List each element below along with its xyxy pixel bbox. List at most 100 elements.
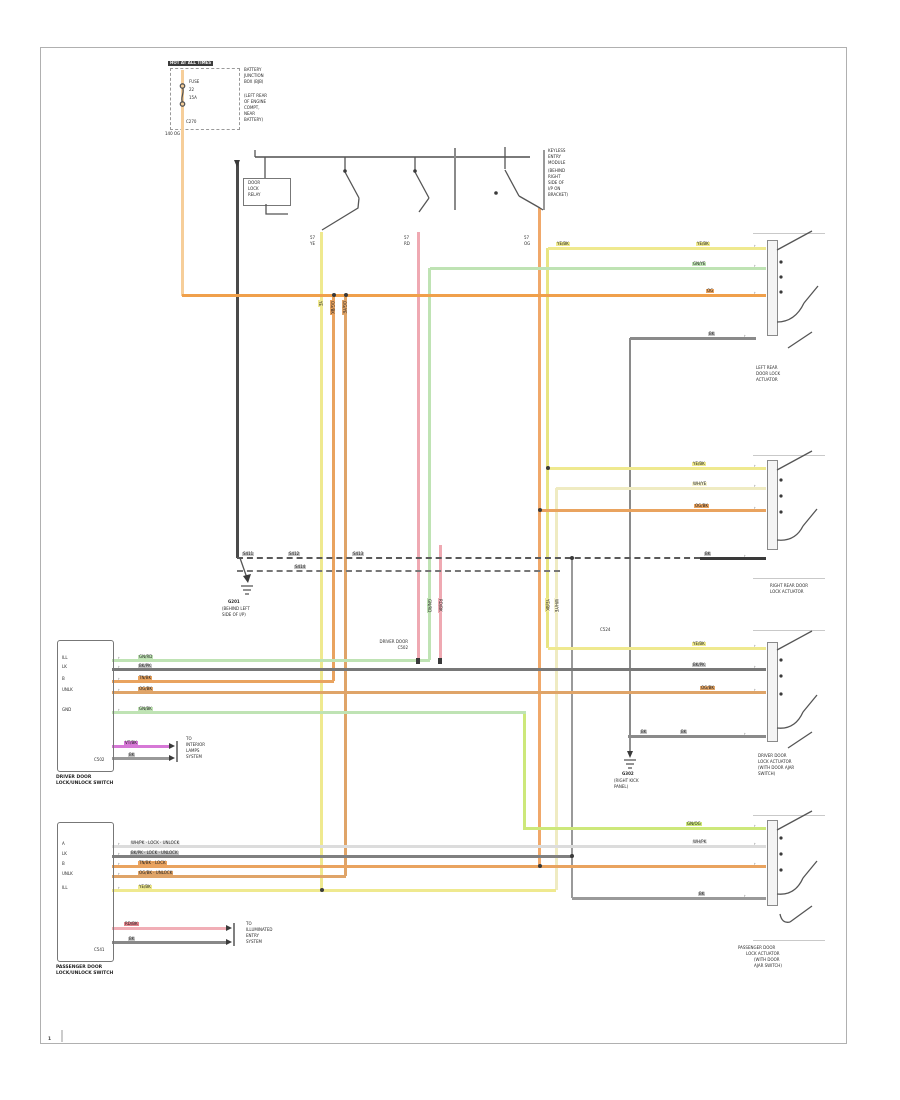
fuse-wire-color-label: 140 OG bbox=[165, 131, 181, 136]
red-wire-end-tick bbox=[416, 658, 420, 664]
orange-trunk-a bbox=[332, 295, 335, 681]
bjb-note2-line-2: COMPT, bbox=[244, 105, 260, 110]
bjb-note-line-0: BATTERY bbox=[244, 67, 262, 72]
wire-code: WH/PK bbox=[692, 839, 708, 845]
wire-code: BK bbox=[704, 551, 712, 557]
pin-arrow-icon: › bbox=[744, 731, 746, 736]
pin-arrow-icon: › bbox=[754, 243, 756, 248]
switch2-lead-label-b: RD bbox=[404, 241, 410, 246]
conn1-label-1: DOOR LOCK bbox=[756, 371, 781, 376]
wire-code: WH/YE bbox=[692, 481, 708, 487]
wire-code: YE/BK bbox=[692, 461, 706, 467]
pin-arrow-icon: › bbox=[754, 861, 756, 866]
conn2-orange-wire bbox=[540, 509, 766, 512]
conn4-label-3: AJAR SWITCH) bbox=[754, 963, 782, 968]
interior-note-3: SYSTEM bbox=[186, 754, 202, 759]
chartreuse-riser-wire bbox=[523, 712, 526, 828]
passenger-pin-3: UNLK bbox=[62, 871, 73, 876]
pin-arrow-icon: › bbox=[754, 841, 756, 846]
wire-code: TN/BK · LOCK bbox=[138, 860, 167, 866]
wire-code: RD/BK bbox=[124, 921, 139, 927]
conn1-yellow-wire bbox=[548, 247, 766, 250]
gray-rail-wire bbox=[571, 558, 573, 898]
wire-code: OG/BK · UNLOCK bbox=[138, 870, 174, 876]
wire-code: YE/BK bbox=[138, 884, 152, 890]
driver-gray-stub-wire bbox=[112, 757, 170, 760]
wire-code: BK bbox=[640, 729, 648, 735]
wire-code: BK bbox=[680, 729, 688, 735]
fuse-label-2: 22 bbox=[189, 87, 195, 92]
module-note-3: (BEHIND bbox=[548, 168, 566, 173]
entry-note-1: ILLUMINATED bbox=[246, 927, 273, 932]
wire-code: BK bbox=[708, 331, 716, 337]
connector-bar-c2 bbox=[767, 460, 778, 550]
wire-code: BK bbox=[698, 891, 706, 897]
conn1-green-wire bbox=[430, 267, 766, 270]
pin-arrow-icon: › bbox=[118, 851, 120, 856]
passenger-gray-wire bbox=[112, 855, 572, 858]
junction-dot bbox=[320, 888, 324, 892]
orange-bus-wire bbox=[182, 294, 766, 297]
conn2-label-0: RIGHT REAR DOOR bbox=[770, 583, 809, 588]
driver-pin-2: B bbox=[62, 676, 65, 681]
module-note-4: RIGHT bbox=[548, 174, 561, 179]
wire-code: GN/OG bbox=[686, 821, 702, 827]
pink-wire bbox=[112, 927, 228, 930]
pin-arrow-icon: › bbox=[118, 861, 120, 866]
red-trunk-a bbox=[417, 232, 420, 664]
wire-code-vertical: RD/BK bbox=[438, 598, 443, 613]
bjb-note2-line-4: BATTERY) bbox=[244, 117, 264, 122]
passenger-gray-stub-wire bbox=[112, 941, 228, 944]
orange-trunk-b bbox=[344, 295, 347, 876]
driver-pin-0: ILL bbox=[62, 655, 68, 660]
green-trunk-wire bbox=[428, 268, 431, 660]
junction-dot bbox=[546, 466, 550, 470]
wire-code-vertical: OG/BK bbox=[330, 300, 335, 315]
diagram-border bbox=[40, 47, 847, 1044]
pin-arrow-icon: › bbox=[754, 823, 756, 828]
interior-note-1: INTERIOR bbox=[186, 742, 206, 747]
bjb-note2-line-3: NEAR bbox=[244, 111, 256, 116]
wire-code-vertical: OG/YE bbox=[342, 300, 347, 315]
driver-orange-b-wire bbox=[112, 691, 766, 694]
wire-code: BK/PK · LOCK · UNLOCK bbox=[130, 850, 179, 856]
wire-code: TN/BK bbox=[138, 675, 153, 681]
passenger-door-switch-box bbox=[57, 822, 114, 962]
ground2-wire bbox=[628, 735, 766, 738]
yellow-rail-wire bbox=[546, 248, 549, 648]
section-divider bbox=[753, 630, 825, 631]
ground2-name: G302 bbox=[622, 771, 634, 776]
pin-arrow-icon: › bbox=[754, 505, 756, 510]
entry-note-0: TO bbox=[246, 921, 252, 926]
module-note-5: SIDE OF bbox=[548, 180, 565, 185]
junction-dot bbox=[538, 864, 542, 868]
conn2-yellow-wire bbox=[548, 467, 766, 470]
passenger-switch-label-2: LOCK/UNLOCK SWITCH bbox=[56, 971, 114, 976]
connector-bar-c3 bbox=[767, 642, 778, 742]
conn4-label-1: LOCK ACTUATOR bbox=[746, 951, 780, 956]
conn3-label-2: (WITH DOOR AJAR bbox=[758, 765, 795, 770]
module-note-2: MODULE bbox=[548, 160, 566, 165]
wire-code: YE/BK bbox=[692, 641, 706, 647]
pin-arrow-icon: › bbox=[744, 333, 746, 338]
module-note-0: KEYLESS bbox=[548, 148, 566, 153]
driver-green2-wire bbox=[112, 711, 526, 714]
splice-label: S413 bbox=[352, 551, 365, 557]
interior-note-0: TO bbox=[186, 736, 192, 741]
junction-dot bbox=[570, 556, 574, 560]
wire-code: BK/PK bbox=[138, 663, 152, 669]
driver-pin-1: LK bbox=[62, 664, 67, 669]
red-wire-end-tick bbox=[438, 658, 442, 664]
wire-code: OG bbox=[706, 288, 715, 294]
conn1-ground-drop-wire bbox=[629, 338, 631, 736]
passenger-pin-4: ILL bbox=[62, 885, 68, 890]
wire-code-vertical: GN/RD bbox=[427, 598, 432, 614]
conn4-gray2-wire bbox=[572, 897, 766, 900]
pin-arrow-icon: › bbox=[754, 263, 756, 268]
hot-at-all-times-label: HOT AT ALL TIMES bbox=[168, 60, 214, 66]
relay-label-1: LOCK bbox=[248, 186, 259, 191]
conn4-label-2: (WITH DOOR bbox=[754, 957, 780, 962]
switch3-lead-label-b: OG bbox=[524, 241, 531, 246]
passenger-pin-1: LK bbox=[62, 851, 67, 856]
conn2-dark-wire bbox=[700, 557, 766, 560]
